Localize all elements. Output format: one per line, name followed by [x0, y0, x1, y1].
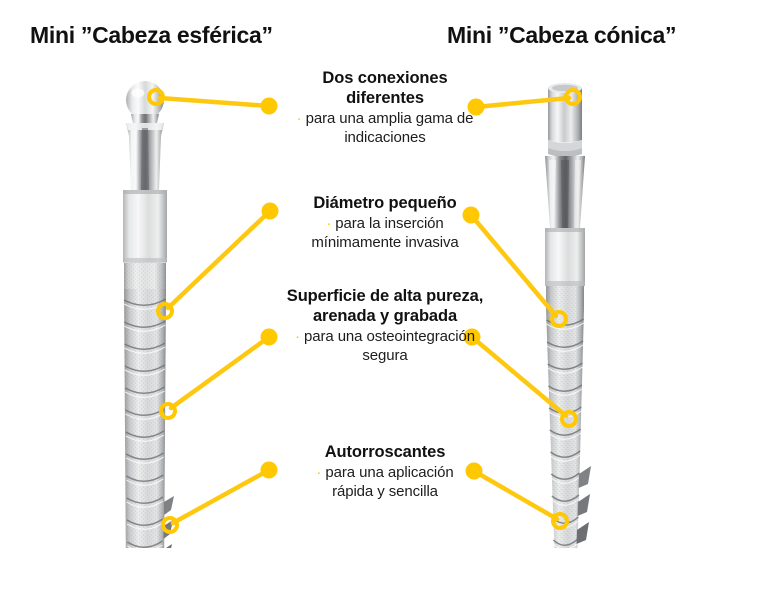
leader-dot-left-surface	[260, 328, 278, 346]
callout-subline-line1: para una osteointegración	[304, 328, 475, 346]
callout-headline-line2: arenada y grabada	[312, 307, 458, 326]
callout-headline-line2: diferentes	[346, 89, 424, 108]
callout-headline-line1: Autorroscantes	[324, 443, 446, 461]
callout-subline: · para una amplia gama de indicaciones	[275, 109, 495, 147]
callout-subline-line2: mínimamente invasiva	[311, 234, 459, 252]
leader-ring-left-connection	[147, 88, 165, 106]
bullet-icon: ·	[296, 110, 302, 128]
leader-line-right-selftap	[471, 468, 560, 522]
callout-diametro-pequeno: Diámetro pequeño · para la inserción mín…	[275, 193, 495, 253]
callout-headline-line1: Dos conexiones	[322, 69, 448, 87]
leader-ring-left-selftap	[161, 516, 179, 534]
callout-headline: Diámetro pequeño	[275, 193, 495, 213]
bullet-icon: ·	[295, 328, 300, 346]
leader-ring-right-selftap	[551, 512, 569, 530]
leader-dot-left-selftap	[260, 461, 278, 479]
callout-headline: Superficie de alta pureza, arenada y gra…	[265, 286, 505, 326]
callout-autorroscantes: Autorroscantes · para una aplicación ráp…	[275, 442, 495, 502]
leader-line-left-diameter	[165, 208, 273, 311]
leader-line-right-connection	[473, 95, 572, 110]
implant-spherical-head-image	[123, 81, 174, 548]
callout-subline-line2: rápida y sencilla	[332, 483, 438, 501]
leader-line-left-connection	[157, 95, 272, 109]
callout-subline-line2: indicaciones	[344, 129, 426, 147]
leader-line-right-diameter	[468, 212, 559, 319]
product-title-conical: Mini ”Cabeza cónica”	[447, 22, 677, 48]
leader-dot-right-diameter	[462, 206, 480, 224]
callout-subline: · para la inserción mínimamente invasiva	[275, 214, 495, 252]
leader-dot-right-connection	[467, 98, 485, 116]
implant-conical-head-image	[545, 83, 591, 548]
leader-line-right-surface	[469, 334, 569, 419]
callout-superficie-alta-pureza: Superficie de alta pureza, arenada y gra…	[265, 286, 505, 366]
callout-dos-conexiones: Dos conexiones diferentes · para una amp…	[275, 68, 495, 148]
callout-subline-line2: segura	[362, 347, 408, 365]
leader-dot-left-connection	[260, 97, 278, 115]
callout-subline-line1: para una aplicación	[325, 464, 454, 482]
leader-dot-left-diameter	[261, 202, 279, 220]
leader-dot-right-surface	[463, 328, 481, 346]
callout-headline-line1: Diámetro pequeño	[313, 194, 457, 212]
callout-subline: · para una aplicación rápida y sencilla	[275, 463, 495, 501]
leader-ring-right-diameter	[550, 310, 568, 328]
callout-headline-line1: Superficie de alta pureza,	[286, 287, 484, 305]
callout-headline: Autorroscantes	[275, 442, 495, 462]
bullet-icon: ·	[316, 464, 322, 482]
callout-subline: · para una osteointegración segura	[265, 327, 505, 365]
bullet-icon: ·	[326, 215, 332, 233]
callout-subline-line1: para una amplia gama de	[305, 110, 474, 128]
leader-ring-left-diameter	[156, 302, 174, 320]
leader-line-left-surface	[168, 334, 272, 411]
leader-ring-left-surface	[159, 402, 177, 420]
leader-line-left-selftap	[170, 467, 272, 526]
leader-ring-right-surface	[560, 410, 578, 428]
leader-dot-right-selftap	[465, 462, 483, 480]
callout-subline-line1: para la inserción	[335, 215, 444, 233]
product-title-spherical: Mini ”Cabeza esférica”	[30, 22, 273, 48]
callout-headline: Dos conexiones diferentes	[275, 68, 495, 108]
leader-ring-right-connection	[564, 88, 582, 106]
